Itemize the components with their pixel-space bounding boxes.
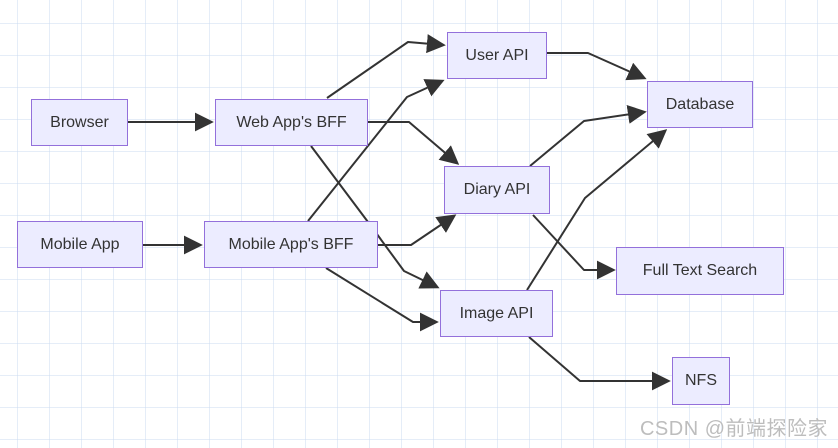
node-full-text-search: Full Text Search [616,247,784,295]
node-browser: Browser [31,99,128,146]
node-user-api: User API [447,32,547,79]
node-mobile-apps-bff: Mobile App's BFF [204,221,378,268]
node-image-api: Image API [440,290,553,337]
edge-user-api-database [547,52,647,81]
node-database: Database [647,81,753,128]
node-nfs: NFS [672,357,730,405]
node-web-apps-bff: Web App's BFF [215,99,368,146]
node-mobile-app: Mobile App [17,221,143,268]
edge-mobile-bff-user-api [307,79,445,222]
edge-web-bff-diary-api [368,121,460,165]
edge-diary-api-database [529,105,647,167]
edge-mobile-bff-image-api [325,267,439,332]
edge-image-api-database [526,129,668,291]
node-diary-api: Diary API [444,166,550,214]
edge-image-api-nfs [528,336,671,391]
edge-web-bff-user-api [326,34,446,99]
edge-diary-api-fts [532,214,616,280]
csdn-watermark: CSDN @前端探险家 [639,418,828,440]
edge-web-bff-image-api [310,145,440,289]
edge-mobile-bff-diary-api [378,214,457,246]
